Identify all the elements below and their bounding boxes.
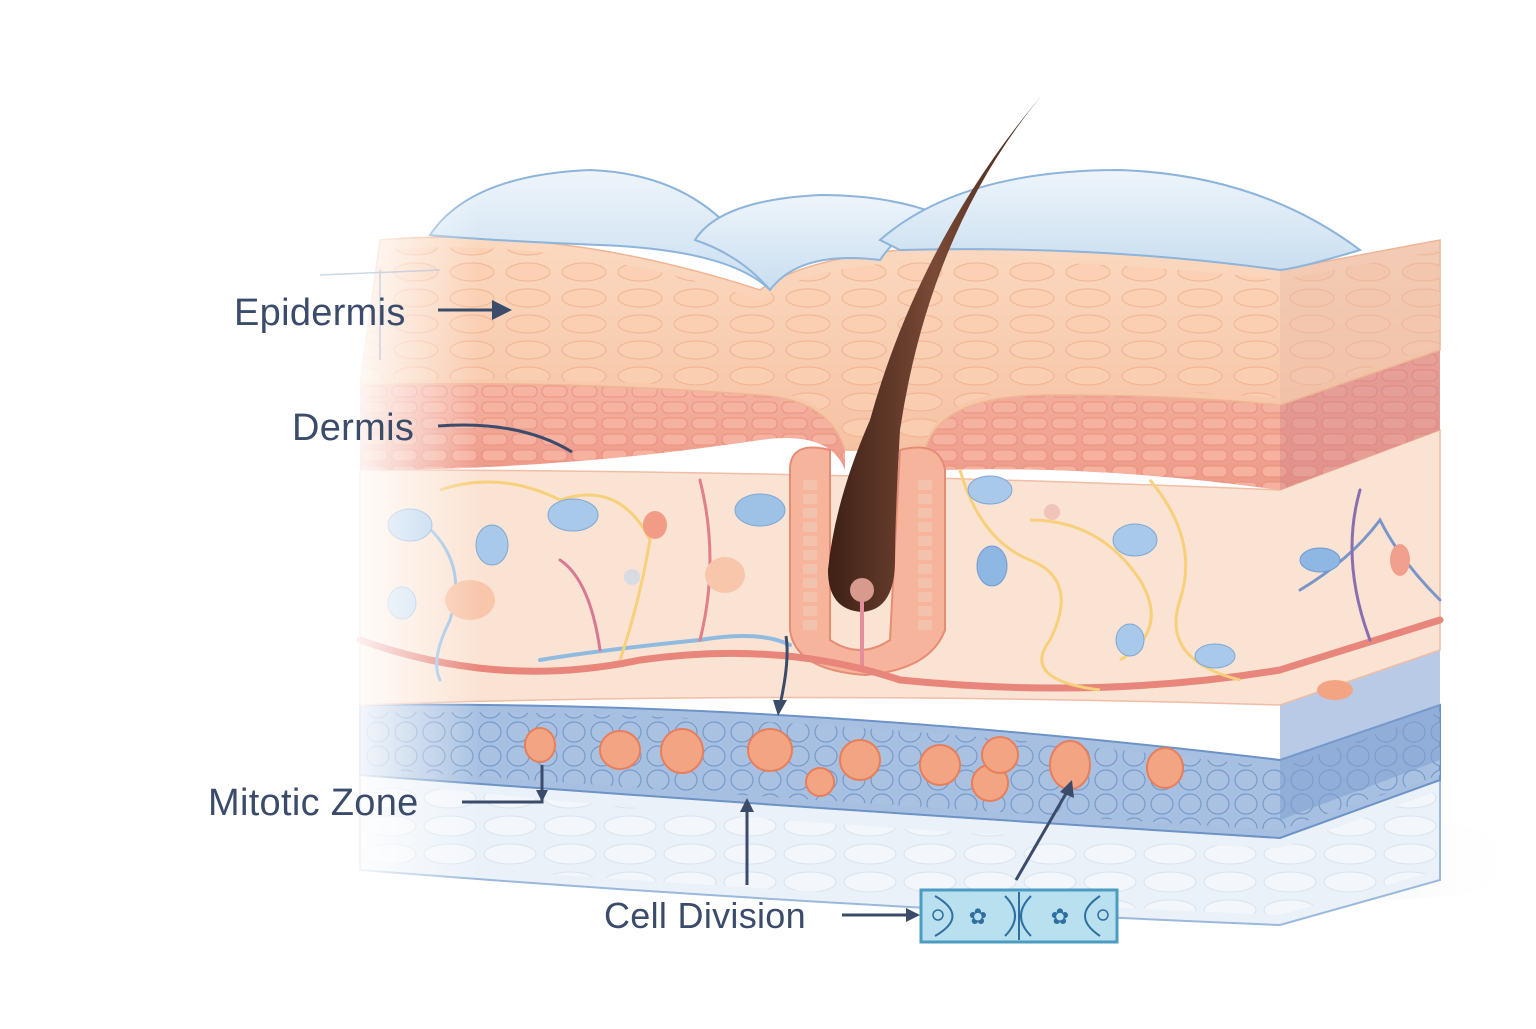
mitotic-cells — [524, 727, 1184, 802]
cell-division-inset: ✿ ✿ — [919, 888, 1119, 944]
mitotic-cell-arrow — [1014, 789, 1070, 881]
label-cell-division: Cell Division — [604, 895, 806, 936]
svg-text:✿: ✿ — [969, 904, 987, 929]
hair-papilla — [850, 578, 874, 602]
dermis-leader — [437, 423, 573, 454]
svg-text:✿: ✿ — [1051, 904, 1069, 929]
hair-follicle — [789, 446, 946, 677]
basal-arrow-down — [778, 635, 789, 706]
annotation-arrows — [437, 308, 1070, 917]
stratum-corneum-dome — [878, 168, 1363, 272]
label-mitotic-zone: Mitotic Zone — [208, 782, 419, 824]
label-dermis: Dermis — [292, 407, 415, 449]
label-epidermis: Epidermis — [234, 292, 406, 334]
hair-shaft — [828, 95, 1042, 612]
